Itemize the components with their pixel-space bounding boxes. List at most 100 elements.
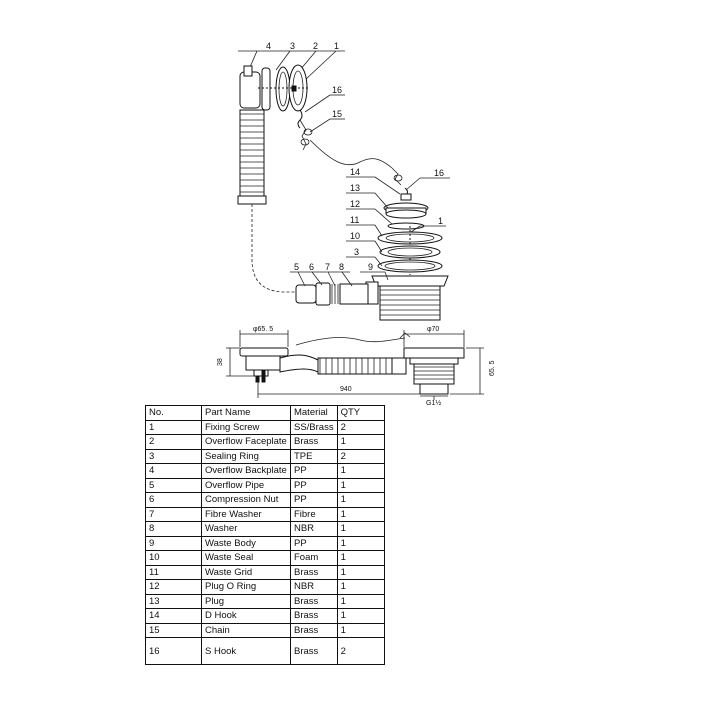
cell-material: Foam	[289, 550, 338, 566]
callout-9: 9	[368, 262, 373, 272]
cell-material: SS/Brass	[289, 419, 338, 435]
cell-qty: 1	[336, 521, 386, 537]
table-header-row: No. Part Name Material QTY	[145, 405, 386, 421]
cell-qty: 1	[336, 506, 386, 522]
cell-no: 7	[145, 506, 202, 522]
dim-thread: G1½	[426, 399, 441, 407]
cell-qty: 2	[336, 637, 386, 665]
cell-part-name: Waste Grid	[201, 564, 291, 580]
cell-no: 14	[145, 608, 202, 624]
callout-4: 4	[266, 41, 271, 51]
dim-length: 940	[340, 386, 352, 393]
cell-qty: 1	[336, 608, 386, 624]
cell-material: Brass	[289, 593, 338, 609]
cell-material: TPE	[289, 448, 338, 464]
cell-material: Brass	[289, 622, 338, 638]
callout-labels: 4 3 2 1 16 15 14 13 12 11 10 3 9 16 1 5 …	[266, 41, 444, 272]
cell-part-name: Fixing Screw	[201, 419, 291, 435]
cell-material: Brass	[289, 637, 338, 665]
cell-material: NBR	[289, 579, 338, 595]
plug-o-ring-part	[387, 222, 425, 230]
dim-height-right: 65. 5	[489, 360, 496, 376]
dim-overflow-diameter: φ65. 5	[253, 326, 273, 333]
cell-no: 9	[145, 535, 202, 551]
cell-qty: 1	[336, 593, 386, 609]
cell-part-name: Waste Seal	[201, 550, 291, 566]
callout-12: 12	[350, 199, 360, 209]
cell-no: 16	[145, 637, 202, 665]
cell-part-name: S Hook	[201, 637, 291, 665]
chain-part	[299, 119, 307, 151]
dimension-labels: φ65. 5 φ70 38 65. 5 940 G1½	[217, 326, 496, 407]
callout-14: 14	[350, 167, 360, 177]
callout-1: 1	[334, 41, 339, 51]
header-no: No.	[145, 405, 202, 421]
dim-waste-diameter: φ70	[427, 326, 439, 333]
sealing-ring-part	[275, 66, 291, 112]
cell-material: Brass	[289, 608, 338, 624]
dim-height-left: 38	[217, 358, 224, 366]
cell-qty: 1	[336, 492, 386, 508]
cell-no: 6	[145, 492, 202, 508]
cell-part-name: Overflow Backplate	[201, 463, 291, 479]
callout-2: 2	[313, 41, 318, 51]
cell-no: 3	[145, 448, 202, 464]
cell-qty: 1	[336, 463, 386, 479]
callout-15: 15	[332, 109, 342, 119]
cell-qty: 2	[336, 448, 386, 464]
cell-part-name: Fibre Washer	[201, 506, 291, 522]
assembled-view	[226, 330, 484, 400]
cell-qty: 2	[336, 419, 386, 435]
cell-qty: 1	[336, 535, 386, 551]
header-material: Material	[289, 405, 338, 421]
cell-part-name: Waste Body	[201, 535, 291, 551]
cell-part-name: Sealing Ring	[201, 448, 291, 464]
compression-assembly-part	[295, 282, 369, 306]
overflow-pipe-part	[237, 109, 267, 205]
overflow-backplate-part	[239, 65, 271, 111]
cell-part-name: Overflow Pipe	[201, 477, 291, 493]
cell-material: NBR	[289, 521, 338, 537]
cell-part-name: Compression Nut	[201, 492, 291, 508]
callout-13: 13	[350, 183, 360, 193]
cell-no: 13	[145, 593, 202, 609]
cell-qty: 1	[336, 564, 386, 580]
cell-no: 8	[145, 521, 202, 537]
callout-16-top: 16	[332, 85, 342, 95]
callout-1-right: 1	[438, 216, 443, 226]
cell-qty: 1	[336, 550, 386, 566]
callout-16-right: 16	[434, 168, 444, 178]
cell-qty: 1	[336, 579, 386, 595]
cell-no: 1	[145, 419, 202, 435]
cell-material: PP	[289, 492, 338, 508]
callout-6: 6	[309, 262, 314, 272]
waste-body-part	[365, 275, 449, 321]
callout-10: 10	[350, 231, 360, 241]
cell-no: 5	[145, 477, 202, 493]
cell-material: PP	[289, 463, 338, 479]
header-part-name: Part Name	[201, 405, 291, 421]
callout-5: 5	[294, 262, 299, 272]
header-qty: QTY	[336, 405, 386, 421]
cell-part-name: D Hook	[201, 608, 291, 624]
cell-no: 10	[145, 550, 202, 566]
cell-no: 4	[145, 463, 202, 479]
cell-material: Brass	[289, 564, 338, 580]
cell-qty: 1	[336, 477, 386, 493]
cell-qty: 1	[336, 622, 386, 638]
cell-no: 2	[145, 434, 202, 450]
cell-part-name: Washer	[201, 521, 291, 537]
